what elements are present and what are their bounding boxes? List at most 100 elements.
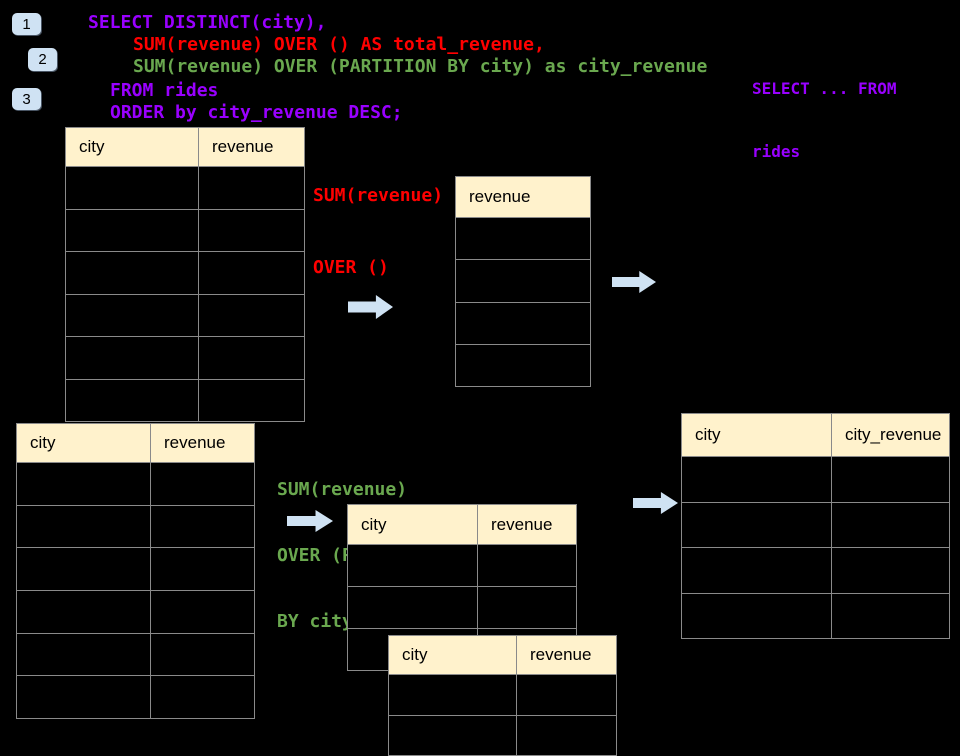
empty-cell (16, 675, 151, 720)
table-row (681, 547, 950, 594)
table-row (455, 343, 591, 388)
empty-cell (455, 259, 591, 303)
column-header-city: city (16, 423, 151, 463)
empty-cell (16, 504, 151, 549)
empty-cell (198, 251, 305, 295)
column-header-revenue: revenue (455, 176, 591, 218)
empty-cell (388, 714, 517, 756)
empty-cell (16, 547, 151, 592)
empty-cell (198, 336, 305, 380)
table-row (16, 504, 255, 549)
empty-cell (347, 586, 478, 629)
empty-cell (477, 544, 577, 587)
empty-cell (681, 501, 832, 548)
label-total-revenue-line-1: SUM(revenue) (313, 185, 444, 206)
empty-cell (65, 208, 199, 252)
table-row (347, 586, 577, 629)
column-header-revenue: revenue (516, 635, 617, 675)
empty-cell (65, 293, 199, 337)
side-note-line-2: rides (752, 142, 801, 161)
table-row (16, 590, 255, 634)
step-badge-3: 3 (12, 88, 41, 110)
empty-cell (198, 378, 305, 422)
empty-cell (455, 343, 591, 388)
empty-cell (831, 456, 950, 503)
column-header-city_revenue: city_revenue (831, 413, 950, 457)
empty-cell (681, 592, 832, 639)
table-row (388, 714, 617, 756)
empty-cell (198, 293, 305, 337)
sql-code-line-total-revenue: SUM(revenue) OVER () AS total_revenue, (133, 34, 545, 55)
empty-cell (150, 632, 255, 677)
empty-cell (150, 590, 255, 634)
empty-cell (150, 462, 255, 506)
column-header-city: city (347, 504, 478, 545)
table-row (455, 259, 591, 303)
column-header-city: city (681, 413, 832, 457)
empty-cell (65, 166, 199, 210)
sql-code-line-select: SELECT DISTINCT(city), (88, 12, 327, 33)
empty-cell (347, 544, 478, 587)
empty-cell (477, 586, 577, 629)
sql-code-line-city-revenue: SUM(revenue) OVER (PARTITION BY city) as… (133, 56, 708, 77)
right-arrow-icon (633, 492, 678, 514)
table-row (681, 592, 950, 639)
table-row (681, 456, 950, 503)
empty-cell (831, 501, 950, 548)
empty-cell (831, 592, 950, 639)
table-row (65, 166, 305, 210)
label-total-revenue-line-2: OVER () (313, 257, 389, 278)
empty-cell (16, 462, 151, 506)
empty-cell (150, 675, 255, 720)
table-row (16, 675, 255, 720)
column-header-revenue: revenue (477, 504, 577, 545)
table-row (455, 301, 591, 345)
table-row (388, 674, 617, 716)
empty-cell (198, 208, 305, 252)
column-header-city: city (65, 127, 199, 167)
table-row (16, 547, 255, 592)
empty-cell (198, 166, 305, 210)
empty-cell (16, 590, 151, 634)
table-row (347, 544, 577, 587)
table-row (16, 632, 255, 677)
column-header-revenue: revenue (198, 127, 305, 167)
empty-cell (516, 674, 617, 716)
side-note-line-1: SELECT ... FROM (752, 79, 897, 98)
right-arrow-icon (612, 271, 656, 293)
sql-code-line-order-by: ORDER by city_revenue DESC; (110, 102, 403, 123)
table-row (65, 208, 305, 252)
empty-cell (65, 336, 199, 380)
empty-cell (16, 632, 151, 677)
step-badge-1: 1 (12, 13, 41, 35)
table-total-revenue-result: revenue (455, 176, 591, 388)
label-partition-line-1: SUM(revenue) (277, 479, 408, 500)
table-row (65, 336, 305, 380)
table-row (455, 216, 591, 261)
empty-cell (150, 547, 255, 592)
empty-cell (455, 301, 591, 345)
step-badge-2: 2 (28, 48, 57, 71)
empty-cell (831, 547, 950, 594)
table-row (65, 251, 305, 295)
table-row (681, 501, 950, 548)
table-row (65, 293, 305, 337)
empty-cell (388, 674, 517, 716)
label-total-revenue: SUM(revenue) OVER () (313, 136, 443, 304)
empty-cell (681, 456, 832, 503)
column-header-revenue: revenue (150, 423, 255, 463)
empty-cell (516, 714, 617, 756)
table-row (65, 378, 305, 422)
sql-code-line-from: FROM rides (110, 80, 219, 101)
table-row (16, 462, 255, 506)
empty-cell (150, 504, 255, 549)
empty-cell (65, 378, 199, 422)
empty-cell (65, 251, 199, 295)
column-header-city: city (388, 635, 517, 675)
empty-cell (455, 216, 591, 261)
